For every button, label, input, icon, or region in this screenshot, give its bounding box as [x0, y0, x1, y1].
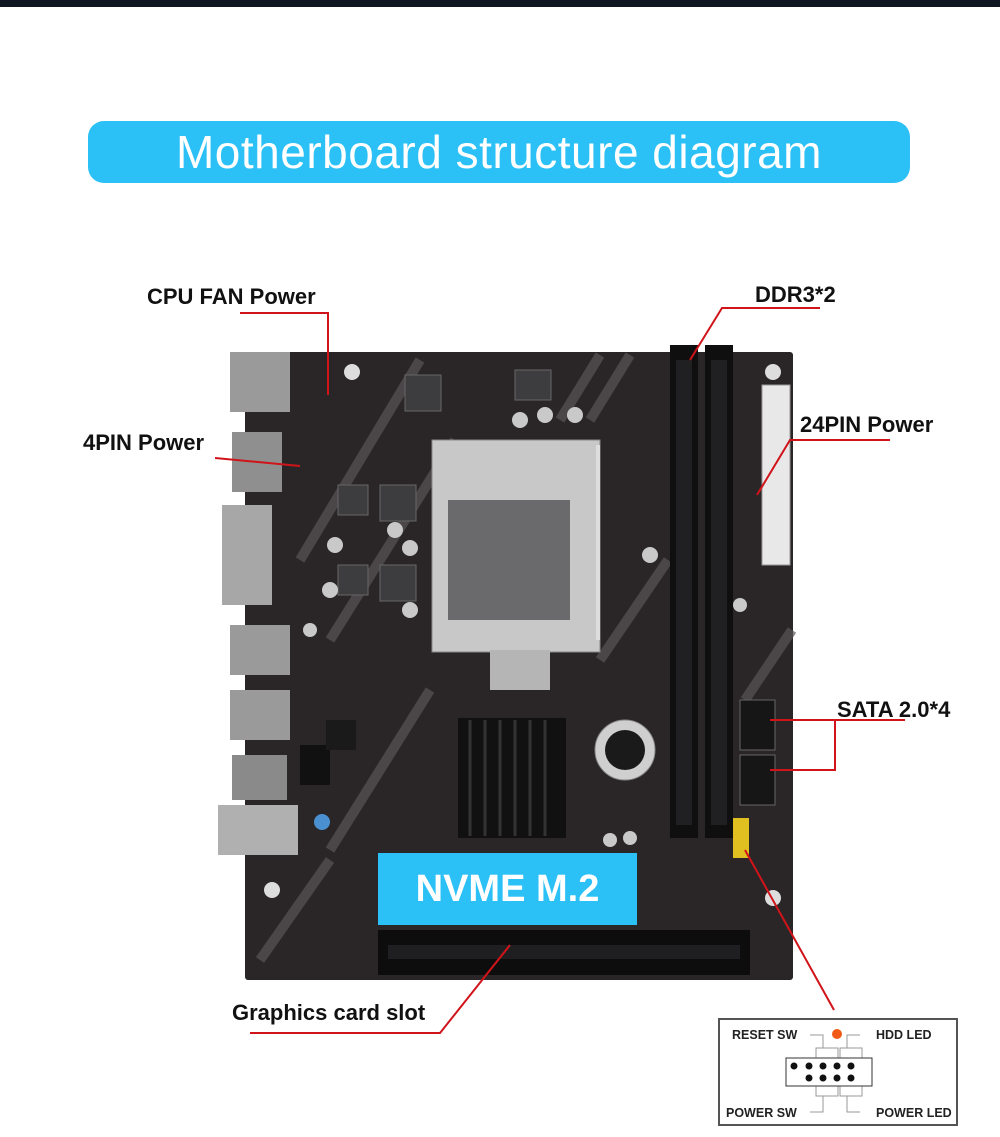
- label-cpu-fan-power: CPU FAN Power: [147, 284, 316, 309]
- pin-header-icon: [785, 1029, 873, 1113]
- page-title: Motherboard structure diagram: [88, 121, 910, 183]
- nvme-m2-callout: NVME M.2: [378, 853, 637, 925]
- top-bar: [0, 0, 1000, 7]
- label-24pin-power: 24PIN Power: [800, 412, 934, 437]
- label-power-sw: POWER SW: [726, 1106, 797, 1120]
- label-reset-sw: RESET SW: [732, 1028, 798, 1042]
- label-ddr3: DDR3*2: [755, 282, 836, 307]
- label-graphics-card-slot: Graphics card slot: [232, 1000, 426, 1025]
- cpu-fan-leader: [240, 312, 329, 395]
- front-panel-leader: [744, 849, 835, 1011]
- pin4-leader: [214, 457, 301, 467]
- front-panel-pin-diagram: RESET SW HDD LED POWER SW POWER LED: [718, 1018, 958, 1126]
- label-4pin-power: 4PIN Power: [83, 430, 205, 455]
- label-sata: SATA 2.0*4: [837, 697, 951, 722]
- pin24-leader: [756, 439, 890, 496]
- label-power-led: POWER LED: [876, 1106, 952, 1120]
- ddr3-leader: [689, 307, 820, 361]
- sata-leader: [770, 719, 905, 771]
- gpu-slot-leader: [250, 944, 511, 1034]
- label-hdd-led: HDD LED: [876, 1028, 932, 1042]
